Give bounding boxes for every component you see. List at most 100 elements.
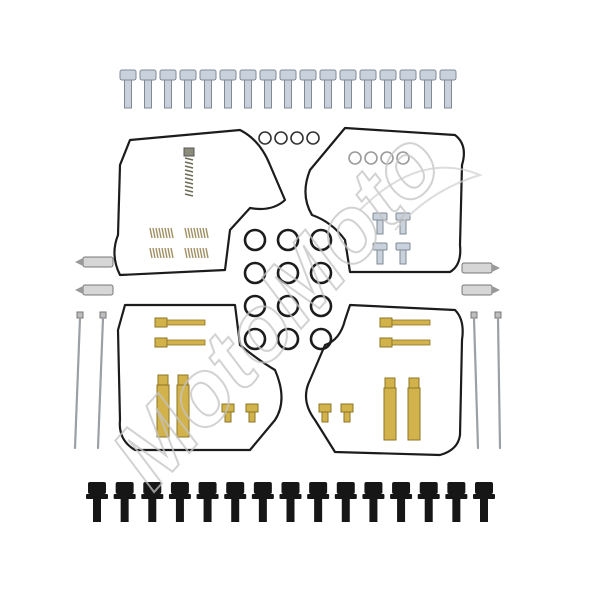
black-bolt-flange — [279, 494, 302, 499]
spring-coil — [161, 227, 165, 239]
needle-jet-head — [177, 374, 189, 386]
silver-bolt-shank — [304, 79, 312, 109]
needle-jet-body — [407, 387, 421, 441]
small-screw — [372, 242, 388, 265]
float-needle-body — [82, 284, 114, 296]
black-bolt-flange — [445, 494, 468, 499]
spring-coil — [158, 227, 162, 239]
black-bolt — [113, 482, 136, 522]
jet-needle — [470, 311, 480, 450]
main-jet — [221, 403, 235, 423]
black-bolt-flange — [417, 494, 440, 499]
silver-bolt — [399, 69, 417, 109]
silver-bolt-head — [299, 69, 317, 81]
o-ring — [309, 327, 333, 351]
o-ring — [309, 228, 333, 252]
spring-coil — [190, 247, 194, 259]
float-needle-tip — [492, 264, 500, 272]
silver-bolt — [239, 69, 257, 109]
black-bolt-shank — [452, 499, 461, 522]
jet-needle-shaft — [472, 316, 480, 450]
idle-screw-coil — [184, 157, 194, 161]
black-bolt-shank — [120, 499, 129, 522]
black-bolt-shank — [93, 499, 101, 522]
spring — [184, 247, 209, 259]
silver-bolt-shank — [144, 79, 152, 109]
spring — [149, 227, 174, 239]
silver-bolt-head — [259, 69, 277, 81]
main-jet — [340, 403, 354, 423]
pilot-screw — [154, 317, 206, 328]
silver-bolt-shank — [344, 79, 352, 109]
silver-bolt — [139, 69, 157, 109]
spring-coil — [187, 227, 191, 239]
float-needle-body — [82, 256, 114, 268]
black-bolt — [196, 482, 219, 522]
float-needle-body — [461, 262, 493, 274]
silver-bolt-shank — [124, 79, 132, 109]
silver-bolt — [339, 69, 357, 109]
float-needle — [75, 284, 114, 296]
spring-coil — [202, 247, 206, 259]
small-screw-head — [372, 212, 388, 221]
idle-screw-coil — [184, 161, 194, 165]
spring-coil — [184, 247, 188, 259]
silver-bolt — [299, 69, 317, 109]
spring-coil — [152, 247, 156, 259]
main-jet-thread — [224, 411, 232, 423]
idle-screw-coil — [184, 193, 194, 197]
spring-group — [149, 147, 209, 259]
spring-coil — [205, 227, 209, 239]
idle-screw-coil — [184, 169, 194, 173]
black-bolt-flange — [251, 494, 274, 499]
silver-bolt-shank — [404, 79, 412, 109]
needle-group — [73, 256, 502, 450]
black-bolt — [390, 482, 413, 522]
spring-coil — [196, 227, 200, 239]
idle-screw-coil — [184, 185, 194, 189]
silver-bolt — [259, 69, 277, 109]
silver-bolt-head — [239, 69, 257, 81]
black-bolt-head — [475, 482, 493, 494]
black-bolt-flange — [473, 494, 495, 499]
o-ring — [276, 261, 300, 285]
black-bolt-flange — [86, 494, 108, 499]
small-screw — [395, 242, 411, 265]
silver-bolt-head — [359, 69, 377, 81]
small-washer — [364, 151, 378, 165]
black-bolt-shank — [175, 499, 184, 522]
silver-bolt-head — [119, 69, 137, 81]
pilot-screw — [379, 337, 431, 348]
brass-jet-group — [154, 317, 431, 441]
jet-needle-shaft — [496, 316, 502, 450]
spring-coil — [149, 227, 153, 239]
gasket — [304, 303, 464, 457]
black-bolt-flange — [224, 494, 247, 499]
o-ring — [276, 228, 300, 252]
main-jet-thread — [248, 411, 256, 423]
float-needle — [75, 256, 114, 268]
spring-coil — [152, 227, 156, 239]
needle-jet-head — [408, 377, 420, 389]
spring-coil — [205, 247, 209, 259]
o-ring — [243, 327, 267, 351]
silver-bolt — [159, 69, 177, 109]
small-washer — [348, 151, 362, 165]
silver-bolt-head — [379, 69, 397, 81]
silver-bolt-head — [279, 69, 297, 81]
black-bolt — [86, 482, 108, 522]
silver-bolt-head — [199, 69, 217, 81]
main-jet-thread — [321, 411, 329, 423]
silver-bolt-shank — [364, 79, 372, 109]
idle-screw-coil — [184, 165, 194, 169]
black-bolt — [417, 482, 440, 522]
silver-bolt-shank — [324, 79, 332, 109]
jet-needle-shaft — [96, 316, 105, 450]
silver-bolt — [179, 69, 197, 109]
silver-bolt — [359, 69, 377, 109]
small-screw-head — [395, 242, 411, 251]
black-bolt-shank — [203, 499, 212, 522]
spring — [184, 227, 209, 239]
black-bolt — [334, 482, 357, 522]
spring-coil — [187, 247, 191, 259]
